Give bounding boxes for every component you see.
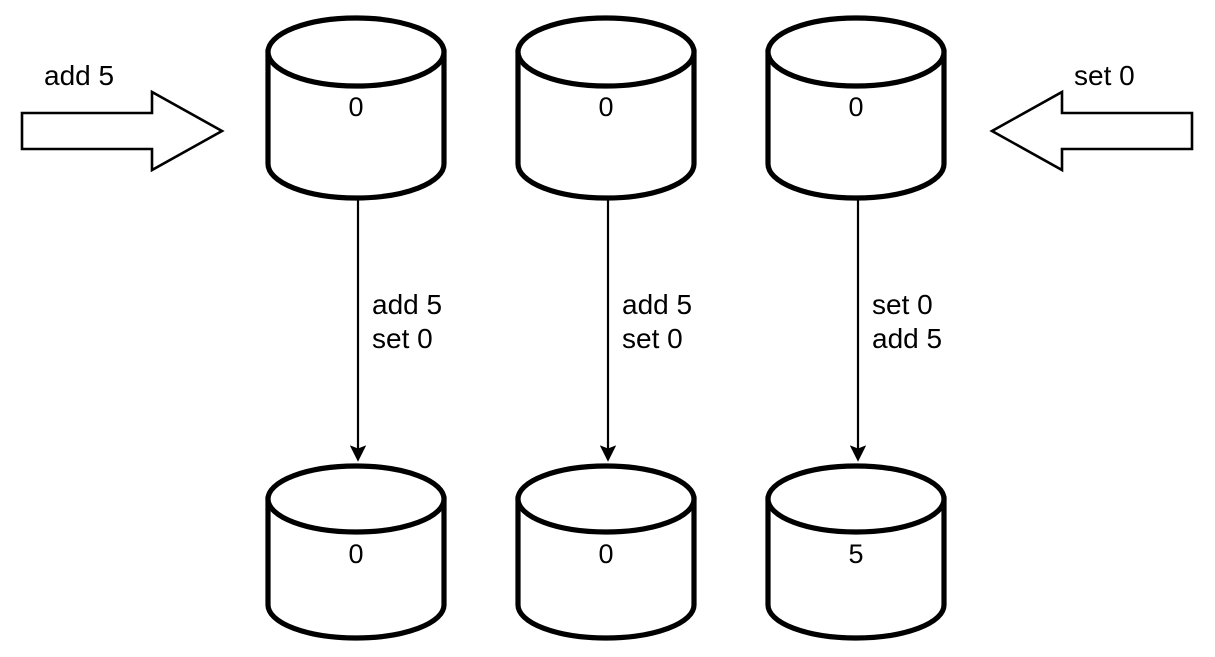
replica-3-bottom-value: 5	[848, 539, 864, 569]
replica-3-op-2-label: add 5	[872, 323, 943, 354]
replica-2-op-1-label: add 5	[622, 289, 693, 320]
replica-3-top-cylinder	[765, 15, 947, 201]
replica-2-op-2-label: set 0	[622, 323, 683, 354]
replica-3-top-value: 0	[848, 92, 864, 122]
replica-1-top-value: 0	[348, 92, 364, 122]
replica-3-bottom-cylinder	[765, 463, 947, 641]
replica-2-top-value: 0	[598, 92, 614, 122]
replica-1-top-cylinder	[265, 15, 447, 201]
replica-1-bottom-value: 0	[348, 539, 364, 569]
replica-1-op-2-label: set 0	[372, 323, 433, 354]
replica-3-op-1-label: set 0	[872, 289, 933, 320]
external-op-label-add-5: add 5	[44, 60, 115, 91]
replica-1-bottom-cylinder	[265, 463, 447, 641]
replica-2-top-cylinder	[515, 15, 697, 201]
replica-2-bottom-cylinder	[515, 463, 697, 641]
replica-1-op-1-label: add 5	[372, 289, 443, 320]
external-op-label-set-0: set 0	[1074, 60, 1135, 91]
replica-2-bottom-value: 0	[598, 539, 614, 569]
external-op-arrow-set-0	[989, 89, 1194, 173]
external-op-arrow-add-5	[20, 89, 225, 173]
